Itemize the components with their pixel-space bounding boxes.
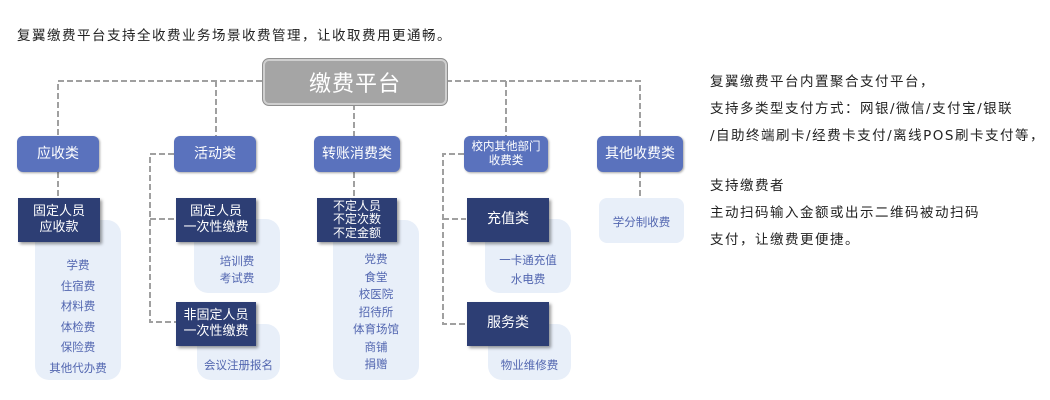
description-line: 支持多类型支付方式：网银/微信/支付宝/银联 xyxy=(710,101,1014,117)
description-line: 支付，让缴费更便捷。 xyxy=(710,232,860,248)
item: 其他代办费 xyxy=(49,360,107,375)
item: 住宿费 xyxy=(60,278,96,293)
item: 招待所 xyxy=(358,304,394,319)
subcategory-fixed-one-time: 固定人员 一次性缴费 xyxy=(176,198,256,242)
item: 校医院 xyxy=(358,287,394,301)
description-line: 支持缴费者 xyxy=(710,178,785,194)
item: 物业维修费 xyxy=(500,358,559,372)
subcategory-unfixed: 不定人员 不定次数 不定金额 xyxy=(317,198,397,242)
description-line: /自助终端刷卡/经费卡支付/离线POS刷卡支付等， xyxy=(710,128,1045,144)
category-other-departments: 校内其他部门 收费类 xyxy=(464,136,548,172)
item: 体检费 xyxy=(60,319,96,334)
connector-activity-bracket xyxy=(149,153,176,323)
items-list-service: 物业维修费 xyxy=(488,357,571,373)
item: 一卡通充值 xyxy=(499,253,557,267)
item: 商铺 xyxy=(364,339,388,354)
items-list-nonfixed-one-time: 会议注册报名 xyxy=(197,357,280,373)
item: 保险费 xyxy=(60,340,96,354)
items-list-other-fees: 学分制收费 xyxy=(599,214,684,230)
payment-methods-description: 复翼缴费平台内置聚合支付平台， 支持多类型支付方式：网银/微信/支付宝/银联 /… xyxy=(710,69,1045,150)
payer-description: 支持缴费者 主动扫码输入金额或出示二维码被动扫码 支付，让缴费更便捷。 xyxy=(710,173,980,254)
description-line: 主动扫码输入金额或出示二维码被动扫码 xyxy=(710,205,980,221)
items-panel-other-fees xyxy=(599,198,684,243)
item: 培训费 xyxy=(219,254,255,268)
category-receivable: 应收类 xyxy=(17,136,99,172)
description-line: 复翼缴费平台内置聚合支付平台， xyxy=(710,74,935,90)
item: 捐赠 xyxy=(364,357,388,371)
items-list-receivable: 学费 住宿费 材料费 体检费 保险费 其他代办费 xyxy=(35,255,121,378)
connector-dept-bracket xyxy=(442,153,466,325)
headline: 复翼缴费平台支持全收费业务场景收费管理，让收取费用更通畅。 xyxy=(17,28,452,44)
connector-root-left xyxy=(57,80,262,136)
subcategory-nonfixed-one-time: 非固定人员 一次性缴费 xyxy=(176,302,256,346)
items-list-transfer: 党费 食堂 校医院 招待所 体育场馆 商铺 捐赠 xyxy=(333,251,419,374)
category-other-fees: 其他收费类 xyxy=(597,136,683,172)
items-panel-receivable xyxy=(35,220,121,380)
items-list-fixed-one-time: 培训费 考试费 xyxy=(194,253,280,287)
items-panel-transfer xyxy=(333,220,419,380)
items-list-recharge: 一卡通充值 水电费 xyxy=(485,251,571,289)
connector-root-right xyxy=(446,80,641,136)
item: 学分制收费 xyxy=(612,215,671,229)
item: 体育场馆 xyxy=(353,322,399,336)
item: 会议注册报名 xyxy=(204,358,273,372)
item: 食堂 xyxy=(364,269,388,284)
category-activity: 活动类 xyxy=(174,136,256,172)
item: 考试费 xyxy=(219,271,255,285)
root-node-payment-platform: 缴费平台 xyxy=(262,58,448,106)
item: 材料费 xyxy=(60,299,96,313)
subcategory-service: 服务类 xyxy=(467,302,549,346)
item: 水电费 xyxy=(510,272,546,286)
item: 学费 xyxy=(66,258,90,272)
item: 党费 xyxy=(364,252,388,266)
subcategory-fixed-receivable: 固定人员 应收款 xyxy=(18,198,100,242)
category-transfer-consumption: 转账消费类 xyxy=(314,136,400,172)
subcategory-recharge: 充值类 xyxy=(467,198,549,242)
